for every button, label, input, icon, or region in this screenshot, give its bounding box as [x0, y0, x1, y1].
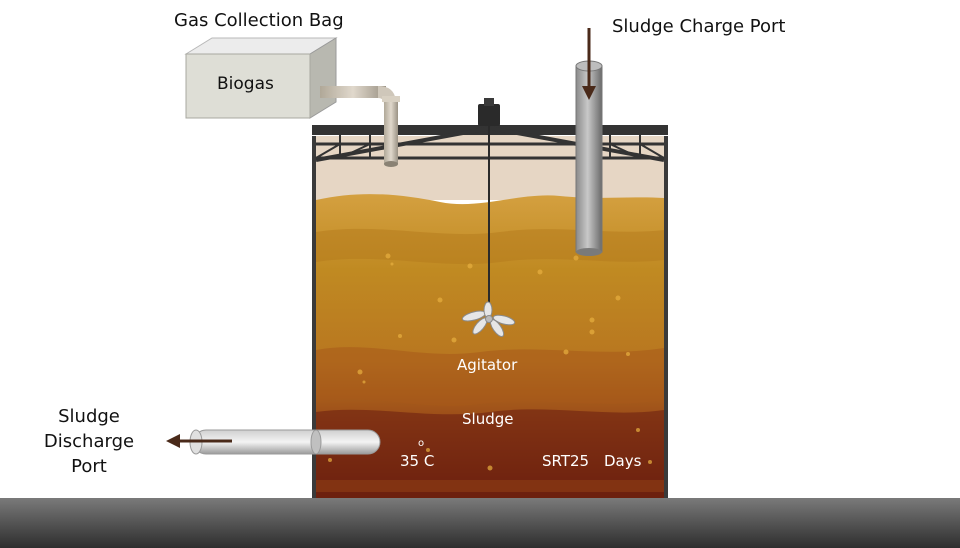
gas-bag-front	[185, 53, 311, 119]
tank-right-wall	[664, 136, 668, 498]
sludge-layer-dark	[316, 409, 664, 498]
discharge-arrow	[166, 434, 232, 448]
sludge-charge-pipe	[575, 60, 603, 256]
tank-base-band	[316, 480, 664, 492]
agitator-label: Agitator	[457, 356, 518, 374]
agitator	[461, 126, 516, 338]
floor	[0, 498, 960, 548]
charge-port-label: Sludge Charge Port	[612, 16, 786, 37]
gas-collection-bag	[184, 37, 338, 119]
degree-mark: o	[418, 438, 425, 449]
sludge-bubbles	[328, 253, 652, 471]
agitator-blades	[461, 301, 516, 338]
charge-arrow	[582, 28, 596, 100]
gas-pipe	[320, 86, 400, 167]
agitator-motor	[478, 98, 500, 126]
tank-left-wall	[312, 136, 316, 498]
discharge-port-label: Sludge Discharge Port	[43, 406, 135, 478]
days-label: Days	[604, 452, 642, 470]
temperature-label: 35 C	[400, 452, 435, 470]
sludge-layer-orange	[316, 347, 664, 406]
gas-bag-title: Gas Collection Bag	[174, 10, 344, 31]
sludge-label: Sludge	[462, 410, 514, 428]
biogas-label: Biogas	[217, 74, 274, 94]
srt-label: SRT25	[542, 452, 590, 470]
